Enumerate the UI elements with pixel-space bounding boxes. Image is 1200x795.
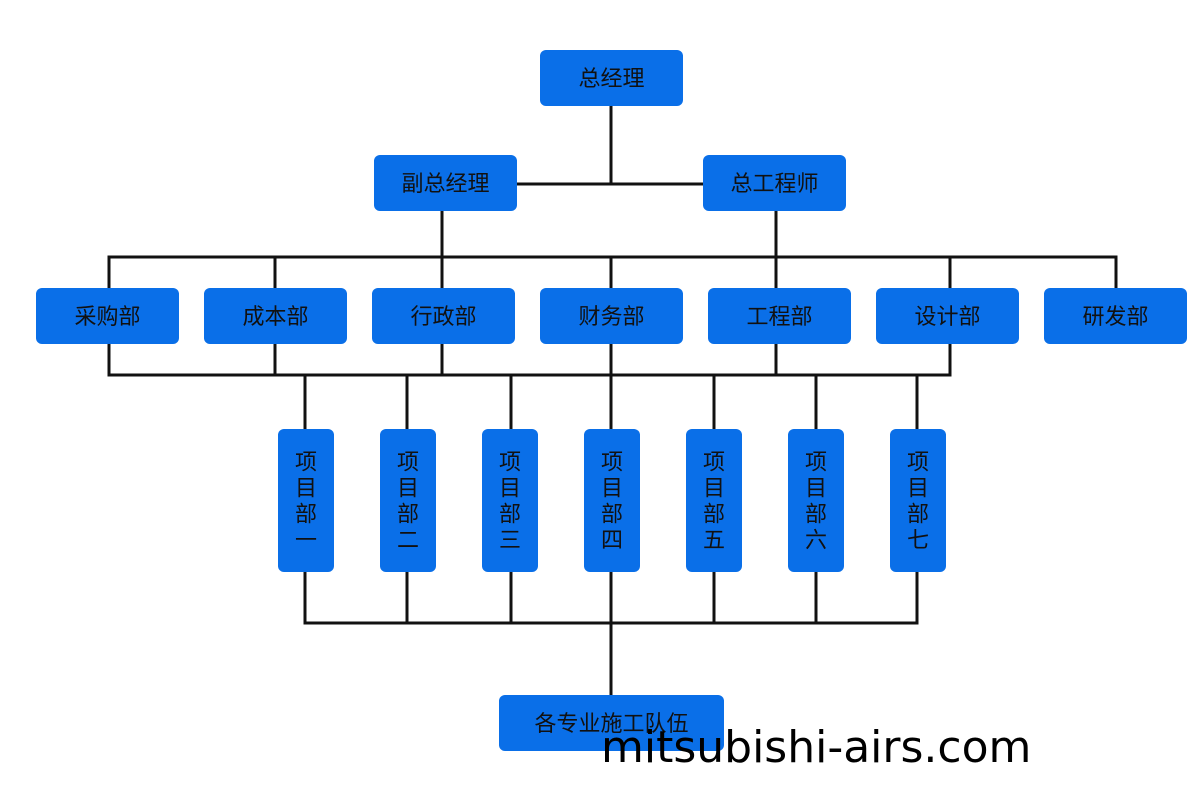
- node-label: 采购部: [74, 305, 140, 330]
- node-rnd: 研发部: [1044, 288, 1187, 344]
- node-label: 总工程师: [730, 172, 818, 197]
- watermark-text: mitsubishi-airs.com: [601, 722, 1032, 773]
- node-proj7: 项目部七: [890, 429, 946, 572]
- node-teams: 各专业施工队伍: [499, 695, 724, 751]
- node-label: 成本部: [242, 305, 308, 330]
- node-box: [708, 288, 851, 344]
- node-box: [1044, 288, 1187, 344]
- node-box: [788, 429, 844, 572]
- node-box: [890, 429, 946, 572]
- node-cost: 成本部: [204, 288, 347, 344]
- node-label: 各专业施工队伍: [534, 712, 688, 737]
- node-label-vertical: 项目部二: [397, 451, 419, 554]
- node-label: 工程部: [746, 305, 812, 330]
- node-label-vertical: 项目部三: [499, 451, 521, 554]
- node-label-vertical: 项目部五: [703, 451, 725, 554]
- node-label: 总经理: [578, 67, 644, 92]
- node-box: [540, 50, 683, 106]
- node-proj6: 项目部六: [788, 429, 844, 572]
- node-proj4: 项目部四: [584, 429, 640, 572]
- node-box: [374, 155, 517, 211]
- node-box: [584, 429, 640, 572]
- node-box: [686, 429, 742, 572]
- node-label-vertical: 项目部六: [805, 451, 827, 554]
- node-proj5: 项目部五: [686, 429, 742, 572]
- node-design: 设计部: [876, 288, 1019, 344]
- node-proj2: 项目部二: [380, 429, 436, 572]
- node-label: 副总经理: [401, 172, 489, 197]
- node-box: [499, 695, 724, 751]
- node-gm: 总经理: [540, 50, 683, 106]
- node-proj3: 项目部三: [482, 429, 538, 572]
- node-box: [703, 155, 846, 211]
- node-label-vertical: 项目部七: [907, 451, 929, 554]
- node-box: [876, 288, 1019, 344]
- node-engineering: 工程部: [708, 288, 851, 344]
- node-finance: 财务部: [540, 288, 683, 344]
- node-label: 设计部: [914, 305, 980, 330]
- node-box: [204, 288, 347, 344]
- node-chief-engineer: 总工程师: [703, 155, 846, 211]
- node-proj1: 项目部一: [278, 429, 334, 572]
- node-deputy-gm: 副总经理: [374, 155, 517, 211]
- connector-lines: [107, 104, 1118, 697]
- node-label: 行政部: [410, 305, 476, 330]
- node-admin: 行政部: [372, 288, 515, 344]
- node-label-vertical: 项目部一: [295, 451, 317, 554]
- node-box: [36, 288, 179, 344]
- node-label-vertical: 项目部四: [601, 451, 623, 554]
- node-label: 研发部: [1082, 305, 1148, 330]
- node-box: [380, 429, 436, 572]
- node-box: [482, 429, 538, 572]
- node-box: [372, 288, 515, 344]
- node-box: [278, 429, 334, 572]
- node-purchasing: 采购部: [36, 288, 179, 344]
- node-box: [540, 288, 683, 344]
- node-label: 财务部: [578, 305, 644, 330]
